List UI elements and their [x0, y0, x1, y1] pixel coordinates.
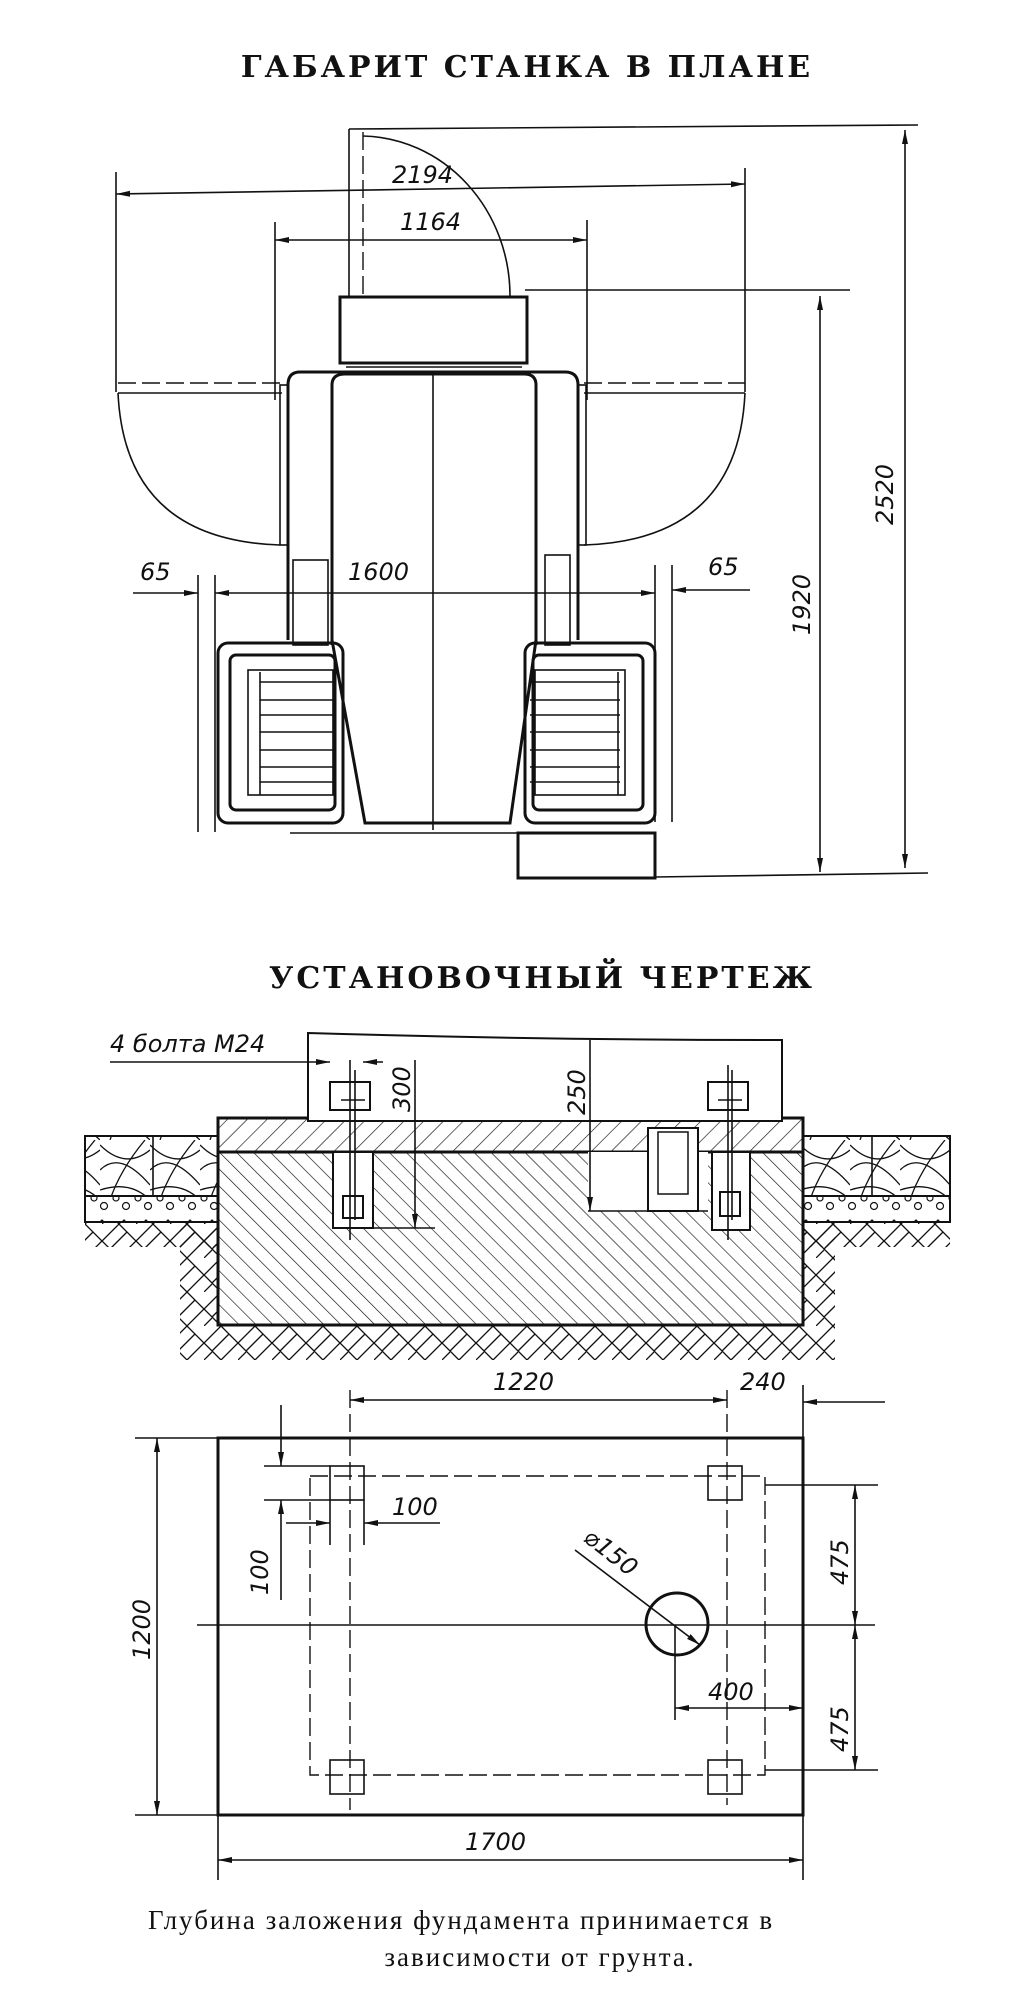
dim-300: 300 — [388, 1066, 416, 1112]
installation-title: УСТАНОВОЧНЫЙ ЧЕРТЕЖ — [269, 958, 815, 996]
caption-line-1: Глубина заложения фундамента принимается… — [148, 1905, 774, 1935]
dim-2194: 2194 — [392, 161, 453, 189]
dim-1700: 1700 — [465, 1828, 526, 1856]
section-view — [84, 1031, 951, 1360]
caption-line-2: зависимости от грунта. — [384, 1942, 695, 1972]
dim-1164: 1164 — [400, 208, 461, 236]
dim-1920: 1920 — [788, 574, 816, 635]
dim-100-vertical: 100 — [246, 1549, 274, 1595]
dim-65-left: 65 — [140, 558, 171, 586]
dim-400: 400 — [708, 1678, 754, 1706]
foundation-plan — [135, 1385, 885, 1880]
dim-1200: 1200 — [128, 1599, 156, 1660]
left-motor — [216, 641, 345, 825]
dim-475-top: 475 — [826, 1539, 854, 1585]
dim-1600: 1600 — [348, 558, 409, 586]
plan-view-title: ГАБАРИТ СТАНКА В ПЛАНЕ — [241, 50, 813, 85]
dim-475-bottom: 475 — [826, 1706, 854, 1752]
dim-250: 250 — [563, 1069, 591, 1115]
dim-100-horizontal: 100 — [392, 1493, 438, 1521]
bolts-label: 4 болта М24 — [110, 1030, 265, 1058]
dim-diameter-150: ⌀150 — [578, 1523, 643, 1582]
plan-view-drawing — [115, 124, 929, 880]
dim-240: 240 — [740, 1368, 786, 1396]
right-motor — [523, 641, 657, 825]
dim-1220: 1220 — [493, 1368, 554, 1396]
dim-65-right: 65 — [708, 553, 739, 581]
dim-2520: 2520 — [871, 464, 899, 525]
